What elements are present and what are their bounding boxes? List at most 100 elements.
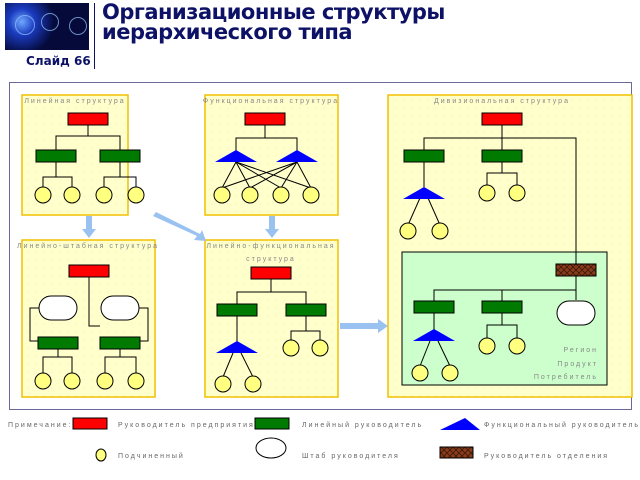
connector-line <box>280 161 298 189</box>
connector-line <box>29 307 39 342</box>
connector-line <box>56 176 73 188</box>
staff-oval <box>100 295 140 321</box>
connector-line <box>120 176 137 188</box>
org-chart-shapes <box>29 112 597 393</box>
line-manager-box <box>37 336 79 350</box>
title-line-1: Организационные структуры <box>102 0 445 24</box>
enterprise-head-box <box>481 112 523 126</box>
arrow-line-functional-to-divisional <box>340 319 388 333</box>
panel-line-functional <box>204 239 339 398</box>
line-manager-box <box>99 336 141 350</box>
division-label-region: Регион <box>564 347 598 354</box>
legend-label-functional-manager: Функциональный руководитель <box>484 421 640 429</box>
connector-line <box>502 137 577 264</box>
division-label-consumer: Потребитель <box>534 373 598 381</box>
division-head-box <box>555 263 597 277</box>
subordinate-circle <box>478 337 496 355</box>
division-label-product: Продукт <box>557 361 598 368</box>
connector-line <box>423 125 503 150</box>
connector-line <box>501 289 576 302</box>
connector-line <box>55 125 89 150</box>
arrow-linear-to-line-staff <box>82 216 96 238</box>
connector-line <box>486 162 503 187</box>
panel-title-functional: Функциональная структура <box>203 98 339 105</box>
line-manager-box <box>99 149 141 163</box>
legend-swatch-line-manager <box>254 417 290 430</box>
connector-line <box>103 162 121 188</box>
subordinate-circle <box>34 372 52 390</box>
header-divider <box>94 3 95 69</box>
line-manager-box <box>216 303 258 317</box>
line-manager-box <box>413 300 455 314</box>
connector-line <box>235 125 266 152</box>
panel-title-divisional: Дивизиональная структура <box>434 98 570 105</box>
connector-line <box>265 137 298 152</box>
panel-title-line-functional-2: структура <box>246 256 296 263</box>
legend-swatch-division-head <box>439 446 474 459</box>
connector-line <box>42 343 59 374</box>
subordinate-circle <box>411 364 429 382</box>
legend-swatch-functional-manager <box>440 418 480 430</box>
connector-line <box>427 197 441 226</box>
connector-line <box>236 279 272 304</box>
enterprise-head-box <box>244 112 286 126</box>
logo-image <box>5 3 89 50</box>
connector-line <box>419 340 431 367</box>
enterprise-head-box <box>250 266 292 280</box>
functional-manager-triangle <box>276 150 318 162</box>
legend-label-line-manager: Линейный руководитель <box>302 421 423 429</box>
subordinate-circle <box>63 372 81 390</box>
subordinate-circle <box>282 339 300 357</box>
connector-line <box>240 352 254 378</box>
staff-oval <box>556 300 596 326</box>
connector-line <box>502 324 518 340</box>
arrow-linear-to-line-functional <box>153 212 206 241</box>
title-line-2: иерархического типа <box>102 20 353 44</box>
connector-line <box>58 356 73 374</box>
legend-label-staff: Штаб руководителя <box>302 452 400 460</box>
subordinate-circle <box>95 186 113 204</box>
slide-number: Слайд 66 <box>26 54 91 68</box>
enterprise-head-box <box>68 264 110 278</box>
subordinate-circle <box>431 222 449 240</box>
line-manager-box <box>35 149 77 163</box>
subordinate-circle <box>127 372 145 390</box>
connector-line <box>271 291 307 304</box>
legend-swatch-enterprise-head <box>72 417 108 430</box>
connector-line <box>437 340 451 367</box>
page-title: Организационные структуры иерархического… <box>102 0 445 44</box>
connector-line <box>296 161 312 189</box>
functional-manager-triangle <box>403 187 445 199</box>
legend: Примечание: Руководитель предприятия Лин… <box>8 417 640 462</box>
staff-oval <box>38 295 78 321</box>
line-manager-box <box>481 300 523 314</box>
panel-title-line-functional-1: Линейно-функциональная <box>206 242 335 250</box>
panel-title-linear: Линейная структура <box>24 97 125 105</box>
connector-line <box>221 161 237 189</box>
subordinate-circle <box>96 372 114 390</box>
subordinate-circle <box>241 186 259 204</box>
connector-line <box>235 161 251 189</box>
subordinate-circle <box>272 186 290 204</box>
connector-line <box>502 172 518 187</box>
functional-manager-triangle <box>413 329 455 341</box>
connector-line <box>120 356 137 374</box>
panel-title-line-staff: Линейно-штабная структура <box>17 242 159 250</box>
subordinate-circle <box>213 186 231 204</box>
line-manager-box <box>285 303 327 317</box>
subordinate-circle <box>302 186 320 204</box>
subordinate-circle <box>311 339 329 357</box>
connector-line <box>306 330 321 341</box>
subordinate-circle <box>508 337 526 355</box>
subordinate-circle <box>63 186 81 204</box>
legend-swatch-staff <box>255 437 287 459</box>
legend-swatch-subordinate <box>95 448 107 462</box>
subordinate-circle <box>441 364 459 382</box>
functional-manager-triangle <box>216 341 258 353</box>
connector-line <box>104 343 121 374</box>
connector-line <box>88 135 121 150</box>
connector-line <box>290 316 307 341</box>
subordinate-circle <box>399 222 417 240</box>
enterprise-head-box <box>67 112 109 126</box>
